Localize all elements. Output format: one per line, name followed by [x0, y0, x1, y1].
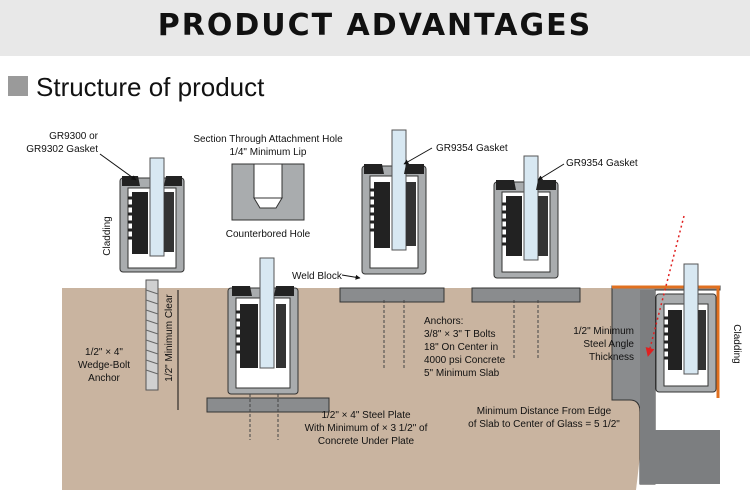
section-detail: [231, 163, 305, 221]
label-weld-block: Weld Block: [292, 271, 343, 282]
label-min-clear: 1/2" Minimum Clear: [164, 294, 175, 382]
label-anchors-3: 18" On Center in: [424, 342, 498, 353]
section-bullet: [8, 76, 28, 96]
shoe-5: [655, 263, 717, 393]
label-gasket-b: GR9354 Gasket: [436, 143, 508, 154]
weld-block-2: [471, 287, 581, 303]
label-counterbored: Counterbored Hole: [226, 229, 311, 240]
concrete-slab: [62, 288, 600, 490]
label-anchors-2: 3/8" × 3" T Bolts: [424, 329, 496, 340]
label-plate-3: Concrete Under Plate: [318, 436, 415, 447]
label-anchors-5: 5" Minimum Slab: [424, 368, 500, 379]
shoe-4: [493, 155, 559, 279]
label-wedge-2: Wedge-Bolt: [78, 360, 130, 371]
label-cladding-right: Cladding: [731, 324, 742, 363]
label-gasket-c: GR9354 Gasket: [566, 158, 638, 169]
label-gasket-a-1: GR9300 or: [49, 131, 99, 142]
label-anchors-4: 4000 psi Concrete: [424, 355, 506, 366]
label-plate-1: 1/2" × 4" Steel Plate: [321, 410, 411, 421]
label-distance-2: of Slab to Center of Glass = 5 1/2": [468, 419, 620, 430]
label-wedge-3: Anchor: [88, 373, 120, 384]
header-banner: PRODUCT ADVANTAGES: [0, 0, 750, 56]
label-cladding-left: Cladding: [102, 216, 113, 255]
label-steel-1: 1/2" Minimum: [573, 326, 634, 337]
label-gasket-a-2: GR9302 Gasket: [26, 144, 98, 155]
label-steel-3: Thickness: [589, 352, 634, 363]
label-section-1: Section Through Attachment Hole: [193, 134, 343, 145]
banner-title: PRODUCT ADVANTAGES: [157, 8, 593, 43]
red-dotted-arrow: [645, 215, 685, 357]
label-steel-2: Steel Angle: [583, 339, 634, 350]
weld-block-1: [339, 287, 445, 303]
shoe-1: [119, 157, 185, 273]
label-anchors-1: Anchors:: [424, 316, 463, 327]
shoe-2: [227, 257, 299, 395]
shoe-3: [361, 129, 427, 275]
steel-plate: [206, 397, 330, 413]
steel-angle-vertical: [640, 290, 720, 484]
label-plate-2: With Minimum of × 3 1/2" of: [305, 423, 428, 434]
label-wedge-1: 1/2" × 4": [85, 347, 123, 358]
label-distance-1: Minimum Distance From Edge: [477, 406, 612, 417]
label-section-2: 1/4" Minimum Lip: [230, 147, 307, 158]
section-title: Structure of product: [36, 72, 265, 102]
